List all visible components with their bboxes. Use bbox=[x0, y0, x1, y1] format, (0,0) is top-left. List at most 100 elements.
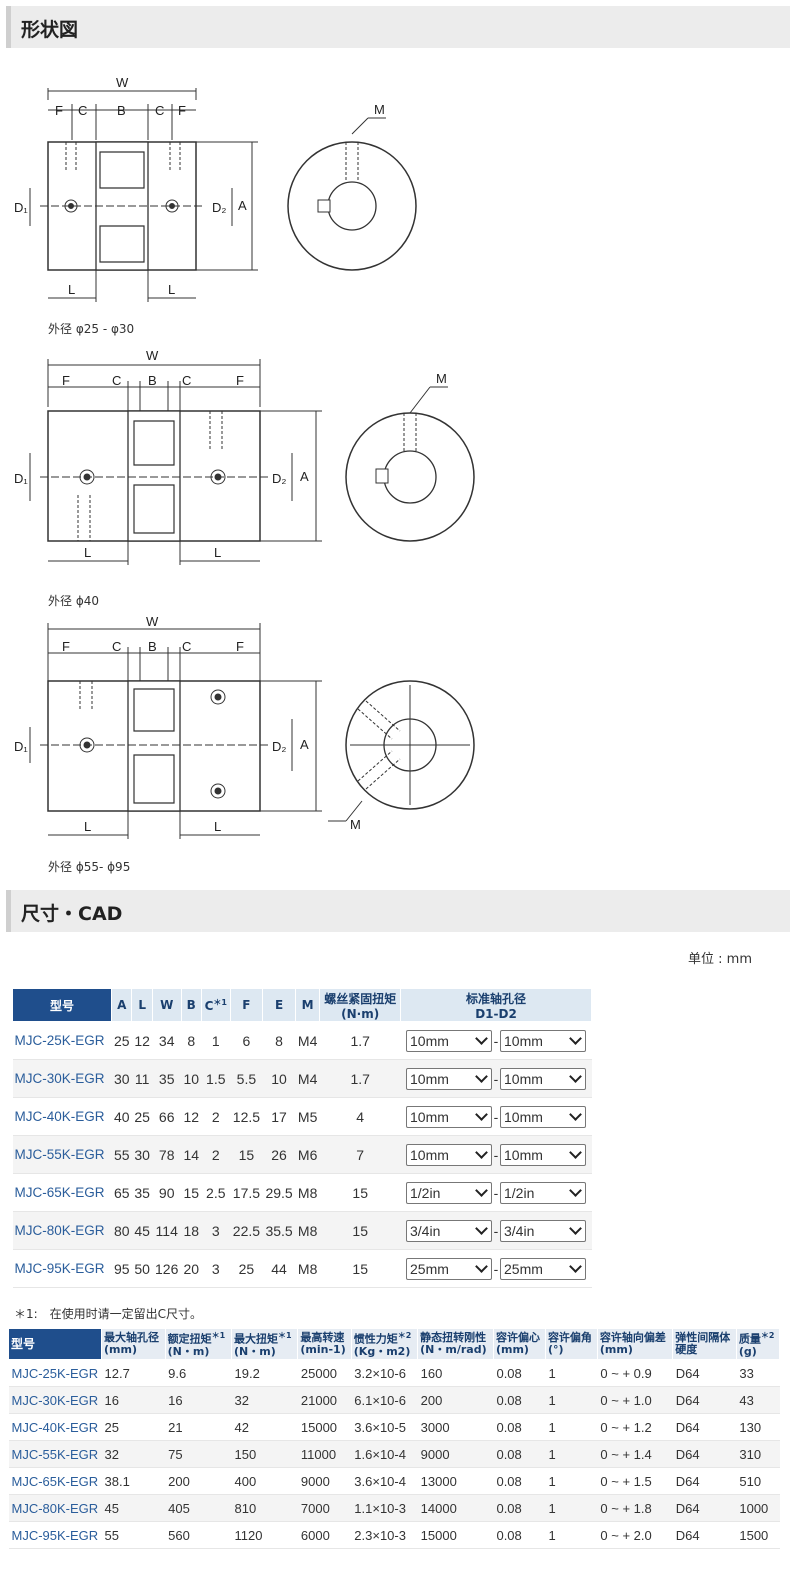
cell-L: 11 bbox=[131, 1059, 153, 1098]
model-link[interactable]: MJC-55K-EGR bbox=[8, 1440, 102, 1468]
label-L: L bbox=[84, 819, 91, 834]
section-title: 形状図 bbox=[21, 19, 79, 41]
col-screw-torque: 螺丝紧固扭矩(N·m) bbox=[319, 988, 401, 1022]
model-link[interactable]: MJC-80K-EGR bbox=[8, 1494, 102, 1522]
cell-stiff: 15000 bbox=[417, 1521, 494, 1549]
label-L: L bbox=[168, 282, 175, 297]
model-link[interactable]: MJC-40K-EGR bbox=[12, 1097, 112, 1136]
cell-max_bore: 25 bbox=[101, 1413, 166, 1441]
cell-torque: 1.7 bbox=[319, 1021, 401, 1060]
cell-max_bore: 32 bbox=[101, 1440, 166, 1468]
cell-A: 55 bbox=[111, 1135, 132, 1174]
cell-F: 5.5 bbox=[230, 1059, 263, 1098]
model-link[interactable]: MJC-55K-EGR bbox=[12, 1135, 112, 1174]
cell-mass: 510 bbox=[736, 1467, 780, 1495]
cell-ecc: 0.08 bbox=[493, 1386, 546, 1414]
label-C: C bbox=[112, 639, 121, 654]
col-rated-torque: 额定扭矩＊1(N・m) bbox=[164, 1328, 233, 1360]
cell-axial: 0 ~ + 1.0 bbox=[597, 1386, 673, 1414]
model-link[interactable]: MJC-65K-EGR bbox=[12, 1173, 112, 1212]
cell-max_bore: 16 bbox=[101, 1386, 166, 1414]
cell-A: 80 bbox=[111, 1211, 132, 1250]
cell-bore: 10mm-10mm bbox=[400, 1021, 592, 1060]
cell-inertia: 1.1×10-3 bbox=[351, 1494, 418, 1522]
cell-M: M8 bbox=[295, 1249, 320, 1288]
bore-d2-select[interactable]: 10mm bbox=[500, 1067, 586, 1090]
model-link[interactable]: MJC-30K-EGR bbox=[12, 1059, 112, 1098]
cell-hard: D64 bbox=[672, 1386, 737, 1414]
chevron-down-icon bbox=[569, 1031, 582, 1045]
col-stiffness: 静态扭转刚性(N・m/rad) bbox=[417, 1328, 494, 1360]
cell-angle: 1 bbox=[545, 1386, 598, 1414]
cell-hard: D64 bbox=[672, 1467, 737, 1495]
cell-E: 29.5 bbox=[262, 1173, 296, 1212]
col-B: B bbox=[180, 988, 202, 1022]
model-link[interactable]: MJC-80K-EGR bbox=[12, 1211, 112, 1250]
cell-inertia: 6.1×10-6 bbox=[351, 1386, 418, 1414]
cell-W: 34 bbox=[152, 1021, 181, 1060]
model-link[interactable]: MJC-95K-EGR bbox=[8, 1521, 102, 1549]
cell-B: 18 bbox=[181, 1211, 202, 1250]
col-misalign: 容许偏心(mm) bbox=[492, 1328, 546, 1360]
model-link[interactable]: MJC-95K-EGR bbox=[12, 1249, 112, 1288]
model-link[interactable]: MJC-65K-EGR bbox=[8, 1467, 102, 1495]
cell-inertia: 3.2×10-6 bbox=[351, 1359, 418, 1387]
cell-speed: 21000 bbox=[297, 1386, 352, 1414]
label-F: F bbox=[178, 103, 186, 118]
cell-stiff: 9000 bbox=[417, 1440, 494, 1468]
cell-max_t: 32 bbox=[231, 1386, 298, 1414]
bore-d1-select[interactable]: 25mm bbox=[406, 1257, 492, 1280]
bore-d2-select[interactable]: 10mm bbox=[500, 1105, 586, 1128]
col-mass: 质量＊2(g) bbox=[735, 1328, 781, 1360]
label-L: L bbox=[214, 545, 221, 560]
model-link[interactable]: MJC-25K-EGR bbox=[8, 1359, 102, 1387]
cell-E: 10 bbox=[262, 1059, 296, 1098]
bore-d2-select[interactable]: 1/2in bbox=[500, 1181, 586, 1204]
cell-M: M6 bbox=[295, 1135, 320, 1174]
cell-F: 17.5 bbox=[230, 1173, 263, 1212]
model-link[interactable]: MJC-30K-EGR bbox=[8, 1386, 102, 1414]
bore-d2-select[interactable]: 10mm bbox=[500, 1029, 586, 1052]
cell-rated: 560 bbox=[165, 1521, 232, 1549]
cell-max_t: 1120 bbox=[231, 1521, 298, 1549]
cell-W: 66 bbox=[152, 1097, 181, 1136]
coupling-drawing-large: W F C B C F L L D₁ D₂ A M bbox=[14, 615, 475, 839]
bore-dash: - bbox=[493, 1184, 499, 1201]
cell-mass: 130 bbox=[736, 1413, 780, 1441]
cell-torque: 15 bbox=[319, 1249, 401, 1288]
bore-d2-select[interactable]: 25mm bbox=[500, 1257, 586, 1280]
bore-d2-select[interactable]: 3/4in bbox=[500, 1219, 586, 1242]
cell-C: 1 bbox=[201, 1021, 231, 1060]
bore-d2-select[interactable]: 10mm bbox=[500, 1143, 586, 1166]
bore-d1-select[interactable]: 10mm bbox=[406, 1067, 492, 1090]
cell-B: 12 bbox=[181, 1097, 202, 1136]
label-D1: D₁ bbox=[14, 471, 28, 486]
cell-W: 114 bbox=[152, 1211, 181, 1250]
cell-max_t: 19.2 bbox=[231, 1359, 298, 1387]
model-link[interactable]: MJC-25K-EGR bbox=[12, 1021, 112, 1060]
cell-stiff: 160 bbox=[417, 1359, 494, 1387]
bore-d1-select[interactable]: 10mm bbox=[406, 1029, 492, 1052]
cell-L: 45 bbox=[131, 1211, 153, 1250]
label-F: F bbox=[62, 639, 70, 654]
cell-inertia: 2.3×10-3 bbox=[351, 1521, 418, 1549]
bore-d1-select[interactable]: 10mm bbox=[406, 1105, 492, 1128]
cell-C: 3 bbox=[201, 1249, 231, 1288]
bore-d1-select[interactable]: 10mm bbox=[406, 1143, 492, 1166]
cell-A: 65 bbox=[111, 1173, 132, 1212]
cell-bore: 3/4in-3/4in bbox=[400, 1211, 592, 1250]
cell-F: 15 bbox=[230, 1135, 263, 1174]
cell-E: 44 bbox=[262, 1249, 296, 1288]
col-angle: 容许偏角(°) bbox=[544, 1328, 598, 1360]
model-link[interactable]: MJC-40K-EGR bbox=[8, 1413, 102, 1441]
col-model: 型号 bbox=[8, 1328, 102, 1360]
bore-d1-select[interactable]: 3/4in bbox=[406, 1219, 492, 1242]
chevron-down-icon bbox=[475, 1183, 488, 1197]
cell-torque: 7 bbox=[319, 1135, 401, 1174]
chevron-down-icon bbox=[569, 1183, 582, 1197]
cell-M: M4 bbox=[295, 1059, 320, 1098]
cell-E: 35.5 bbox=[262, 1211, 296, 1250]
label-A: A bbox=[300, 469, 309, 484]
bore-d1-select[interactable]: 1/2in bbox=[406, 1181, 492, 1204]
